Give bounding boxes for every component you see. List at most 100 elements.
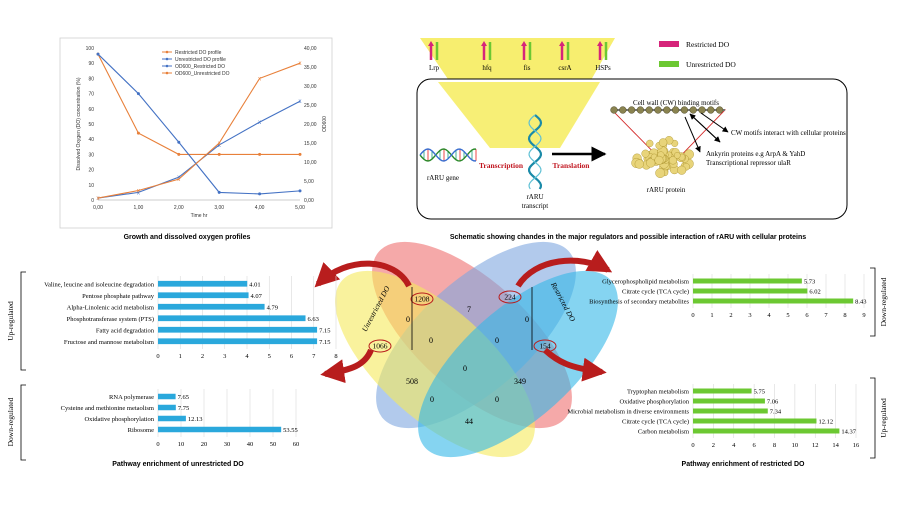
growth-caption: Growth and dissolved oxygen profiles: [124, 234, 251, 241]
regulator-label: csrA: [558, 64, 571, 72]
right-up-regulated-label: Up-regulated: [879, 398, 888, 438]
series-marker: x: [258, 76, 261, 82]
x-tick-label: 7: [312, 353, 316, 360]
venn-region-count: 0: [495, 336, 499, 345]
series-marker: x: [218, 141, 221, 147]
y-right-tick-label: 10,00: [304, 160, 317, 166]
bar: [158, 315, 306, 322]
y-right-tick-label: 5,00: [304, 179, 314, 185]
category-label: Carbon metabolism: [638, 429, 689, 436]
y-right-tick-label: 35,00: [304, 65, 317, 71]
y-right-tick-label: 20,00: [304, 122, 317, 128]
series-marker: x: [177, 177, 180, 183]
bar: [693, 398, 765, 404]
category-label: Biosynthesis of secondary metabolites: [589, 299, 689, 306]
legend-marker-3: [165, 71, 169, 75]
x-tick-label: 1: [179, 353, 182, 360]
value-label: 5.75: [754, 389, 765, 396]
interaction-arrow-3: [700, 112, 729, 133]
legend-marker-1: [165, 57, 169, 61]
x-tick-label: 6: [805, 312, 809, 319]
growth-chart-plot: 01020304050607080901000,005,0010,0015,00…: [76, 46, 328, 219]
series-marker: x: [177, 175, 180, 181]
venn-cyan-ellipse: [418, 270, 618, 458]
x-tick-label: 40: [247, 441, 254, 448]
x-tick-label: 0: [156, 441, 159, 448]
category-label: Valine, leucine and isoleucine degradati…: [44, 281, 155, 288]
protein-atom: [658, 138, 668, 147]
regulator-label: hfq: [482, 64, 492, 72]
bar: [158, 338, 318, 345]
rARU-gene-dna-icon: [419, 148, 477, 162]
cw-binding-motif-beads: [610, 106, 724, 114]
y-left-tick-label: 20: [88, 168, 94, 174]
value-label: 6.02: [809, 289, 820, 296]
y-left-tick-label: 10: [88, 183, 94, 189]
bar: [158, 404, 176, 411]
value-label: 14.37: [841, 429, 856, 436]
x-tick-label: 3: [223, 353, 226, 360]
x-tick-label: 10: [792, 442, 799, 449]
ankyrin-label: Ankyrin proteins e.g ArpA & YahD: [706, 150, 805, 158]
x-tick-label: 14: [832, 442, 839, 449]
bar: [158, 326, 318, 333]
x-tick-label: 60: [293, 441, 300, 448]
x-tick-label: 4: [767, 312, 771, 319]
x-tick-label: 4: [732, 442, 736, 449]
cw-bead: [707, 106, 715, 114]
cw-bead: [610, 106, 618, 114]
x-tick-label: 16: [853, 442, 860, 449]
value-label: 6.63: [308, 316, 319, 323]
y-right-tick-label: 30,00: [304, 84, 317, 90]
series-marker: x: [97, 196, 100, 202]
category-label: Fructose and mannose metabolism: [64, 339, 154, 346]
schematic-caption: Schematic showing chandes in the major r…: [450, 234, 806, 241]
series-marker: x: [258, 120, 261, 126]
x-tick-label: 8: [843, 312, 846, 319]
category-label: Ribosome: [128, 427, 154, 434]
y-left-tick-label: 50: [88, 122, 94, 128]
red-arrow-upper-left: [314, 260, 412, 288]
legend-entry-3: OD600_Unrestricted DO: [175, 71, 230, 77]
translation-label: Translation: [553, 161, 591, 170]
series-marker: x: [299, 99, 302, 105]
bar: [693, 428, 840, 434]
growth-dissolved-oxygen-panel: 01020304050607080901000,005,0010,0015,00…: [59, 37, 333, 241]
category-label: Oxidative phosphorylation: [84, 416, 154, 423]
category-label: Citrate cycle (TCA cycle): [622, 419, 689, 426]
y-left-tick-label: 70: [88, 92, 94, 98]
left-up-regulated-label: Up-regulated: [6, 301, 15, 341]
left-down-bracket: [20, 384, 26, 461]
x-tick-label: 5,00: [295, 205, 305, 211]
series-point: [217, 190, 221, 194]
x-tick-label: 50: [270, 441, 277, 448]
x-tick-label: 8: [334, 353, 337, 360]
venn-region-count: 349: [514, 377, 526, 386]
bar: [693, 288, 808, 294]
x-tick-label: 5: [268, 353, 271, 360]
transcription-label: Transcription: [479, 161, 524, 170]
restricted-arrowhead: [597, 41, 603, 46]
bar: [693, 418, 817, 424]
x-tick-label: 2: [729, 312, 732, 319]
y-right-tick-label: 40,00: [304, 46, 317, 52]
interaction-arrow-2: [689, 113, 721, 143]
venn-total: 154: [539, 342, 551, 351]
venn-region-count: 0: [525, 315, 529, 324]
legend-entry-2: OD600_Restricted DO: [175, 64, 225, 70]
cw-interact-label: CW motifs interact with cellular protein…: [731, 129, 846, 137]
protein-atom: [655, 168, 666, 178]
x-tick-label: 9: [862, 312, 865, 319]
category-label: Alpha-Linolenic acid metabolism: [67, 304, 154, 311]
protein-atom: [673, 152, 681, 159]
series-point: [258, 192, 262, 196]
cw-bead: [689, 106, 697, 114]
cw-bead: [671, 106, 680, 114]
series-marker: x: [137, 189, 140, 195]
category-label: Microbial metabolism in diverse environm…: [567, 409, 689, 416]
value-label: 53.55: [283, 427, 298, 434]
series-marker: x: [137, 190, 140, 196]
value-label: 4.01: [249, 281, 260, 288]
rARU-transcript-icon: [527, 114, 543, 190]
